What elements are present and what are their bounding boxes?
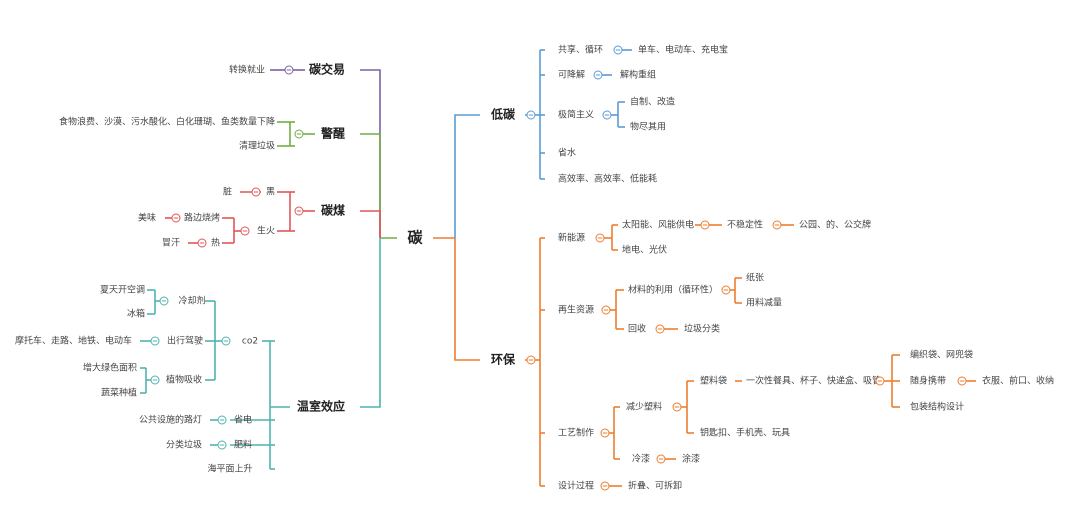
node-label: 美味 xyxy=(138,212,156,224)
node-label: 工艺制作 xyxy=(558,427,594,439)
branch-ditan: 低碳 xyxy=(490,107,516,122)
node-label: 太阳能、风能供电 xyxy=(622,219,694,231)
branch-huanbao: 环保 xyxy=(491,352,516,367)
node-label: 材料的利用（循环性） xyxy=(628,284,718,296)
node-label: 清理垃圾 xyxy=(239,140,275,152)
node-label: 塑料袋 xyxy=(700,375,727,387)
node-label: 蔬菜种植 xyxy=(101,387,137,399)
node-label: 冷漆 xyxy=(632,453,650,465)
branch-tanmei: 碳煤 xyxy=(321,203,345,218)
node-label: 再生资源 xyxy=(558,304,594,316)
node-label: 生火 xyxy=(257,225,275,237)
node-label: 纸张 xyxy=(746,272,764,284)
node-label: 新能源 xyxy=(558,232,585,244)
node-label: 物尽其用 xyxy=(630,121,666,133)
node-label: 解构重组 xyxy=(620,69,656,81)
node-label: 高效率、高效率、低能耗 xyxy=(558,173,657,185)
node-label: 设计过程 xyxy=(558,480,594,492)
node-label: 极简主义 xyxy=(558,109,594,121)
node-label: 植物吸收 xyxy=(166,374,202,386)
node-label: 编织袋、网兜袋 xyxy=(910,349,973,361)
node-label: 省水 xyxy=(558,147,576,159)
node-label: 用料减量 xyxy=(746,297,782,309)
node-label: 不稳定性 xyxy=(727,219,763,231)
node-label: 公共设施的路灯 xyxy=(139,414,202,426)
node-label: 涂漆 xyxy=(682,453,700,465)
node-label: 出行驾驶 xyxy=(167,335,203,347)
connector-line xyxy=(454,114,480,238)
node-label: 肥料 xyxy=(234,439,252,451)
node-label: 冷却剂 xyxy=(178,295,205,307)
node-label: 单车、电动车、充电宝 xyxy=(638,44,728,56)
node-label: 随身携带 xyxy=(910,375,946,387)
connector-line xyxy=(454,238,480,361)
node-label: 一次性餐具、杯子、快递盒、吸管 xyxy=(746,375,881,387)
node-label: 夏天开空调 xyxy=(100,284,145,296)
branch-wenshi: 温室效应 xyxy=(297,399,345,414)
node-label: 衣服、前口、收纳 xyxy=(982,375,1054,387)
node-label: 共享、循环 xyxy=(558,44,603,56)
node-label: 分类垃圾 xyxy=(166,439,202,451)
connector-line xyxy=(360,238,381,408)
node-label: 公园、的、公交牌 xyxy=(799,219,871,231)
connector-line xyxy=(360,133,381,238)
node-label: 黑 xyxy=(266,187,275,198)
root-node: 碳 xyxy=(407,229,423,247)
connector-line xyxy=(360,210,381,238)
node-label: 食物浪费、沙漠、污水酸化、白化珊瑚、鱼类数量下降 xyxy=(59,116,275,128)
node-label: 折叠、可拆卸 xyxy=(628,480,682,492)
node-label: 冒汗 xyxy=(162,237,180,249)
node-label: co2 xyxy=(242,337,258,347)
node-label: 海平面上升 xyxy=(207,463,252,475)
node-label: 热 xyxy=(211,237,220,249)
node-label: 减少塑料 xyxy=(626,401,662,413)
node-label: 增大绿色面积 xyxy=(83,362,137,374)
branch-tanjiaoyi: 碳交易 xyxy=(309,62,345,77)
node-label: 钥匙扣、手机壳、玩具 xyxy=(700,427,790,439)
node-label: 路边烧烤 xyxy=(184,212,220,224)
connector-line xyxy=(360,69,381,238)
node-label: 自制、改造 xyxy=(630,96,675,108)
node-label: 省电 xyxy=(234,414,252,426)
node-label: 脏 xyxy=(223,186,232,198)
node-label: 地电、光伏 xyxy=(622,244,667,256)
node-label: 转换就业 xyxy=(229,64,265,76)
node-label: 摩托车、走路、地铁、电动车 xyxy=(15,335,132,347)
node-label: 冰箱 xyxy=(127,308,145,320)
branch-jingxing: 警醒 xyxy=(320,126,345,141)
node-label: 包装结构设计 xyxy=(910,401,964,413)
node-label: 回收 xyxy=(628,323,646,335)
node-label: 垃圾分类 xyxy=(684,323,720,335)
node-label: 可降解 xyxy=(558,69,585,81)
